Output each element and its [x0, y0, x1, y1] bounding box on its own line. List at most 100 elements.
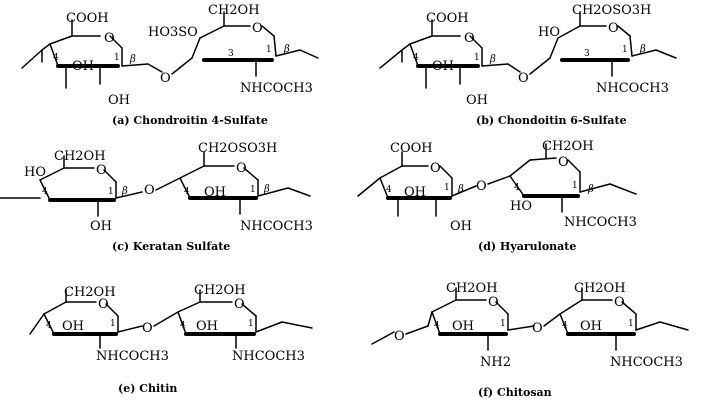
ring-e1-bottom-label: NHCOCH3 — [96, 349, 169, 364]
ring-f2-side-label: OH — [580, 319, 602, 334]
ring-c2-oxygen: O — [236, 161, 247, 176]
caption-a: (a) Chondroitin 4-Sulfate — [112, 114, 268, 127]
panel-e: CH2OH OH NHCOCH3 4 1 O O CH2OH OH NHCOCH… — [29, 283, 313, 395]
panel-a: COOH OH OH 4 1 β O O CH2OH HO3SO NHCOCH3… — [21, 3, 319, 127]
ring-d1-bottom-label: OH — [450, 219, 472, 234]
ring-f2-oxygen: O — [614, 295, 625, 310]
ring-f2-bottom-label: NHCOCH3 — [610, 355, 683, 370]
glycosidic-oxygen-e: O — [142, 321, 153, 336]
ring-a1-pos1: 1 — [114, 53, 120, 63]
ring-a1 — [21, 19, 149, 89]
panel-f: O CH2OH OH NH2 4 1 O O — [371, 281, 689, 399]
ring-a2-pos1: 1 — [266, 45, 272, 55]
ring-b2-bottom-label: NHCOCH3 — [596, 81, 669, 96]
ring-e2-top-label: CH2OH — [194, 283, 246, 298]
ring-f2-top-label: CH2OH — [574, 281, 626, 296]
ring-c2-top-label: CH2OSO3H — [198, 141, 277, 156]
ring-a2 — [191, 11, 319, 77]
ring-a1-top-label: COOH — [66, 11, 109, 26]
ring-b2-pos3: 3 — [584, 49, 590, 59]
terminal-oxygen-f: O — [394, 329, 405, 344]
glycosidic-oxygen-f: O — [532, 321, 543, 336]
ring-d2-pos1: 1 — [572, 181, 578, 191]
ring-d2-pos4: 4 — [514, 183, 520, 193]
glycosidic-oxygen-b: O — [518, 71, 529, 86]
caption-c: (c) Keratan Sulfate — [112, 240, 230, 253]
glycosidic-oxygen-a: O — [160, 71, 171, 86]
ring-d2-top-label: CH2OH — [542, 139, 594, 154]
ring-b1-pos4: 4 — [413, 53, 419, 63]
glycosidic-oxygen-c: O — [144, 183, 155, 198]
ring-c1-top-label: CH2OH — [54, 149, 106, 164]
ring-f1-side-label: OH — [452, 319, 474, 334]
ring-d2-oxygen: O — [558, 155, 569, 170]
ring-e1-pos4: 4 — [46, 321, 52, 331]
ring-e2-pos4: 4 — [180, 321, 186, 331]
ring-c1-oxygen: O — [96, 163, 107, 178]
ring-c1-pos4: 4 — [42, 187, 48, 197]
ring-d1-top-label: COOH — [390, 141, 433, 156]
ring-c2-side-label: OH — [204, 185, 226, 200]
ring-d2 — [509, 143, 637, 213]
ring-f1-pos4: 4 — [434, 321, 440, 331]
ring-b2-beta: β — [639, 44, 646, 55]
ring-b1-bottom-label: OH — [466, 93, 488, 108]
panel-d: COOH OH OH 4 1 β O O CH2OH HO NHCOCH3 4 … — [357, 139, 637, 253]
ring-f1-oxygen: O — [488, 295, 499, 310]
ring-d1-oxygen: O — [430, 161, 441, 176]
ring-c2-beta: β — [263, 184, 270, 195]
ring-c1-left-sub: HO — [24, 165, 46, 180]
ring-d1-pos1: 1 — [444, 183, 450, 193]
ring-e1 — [29, 289, 143, 349]
ring-e2-side-label: OH — [196, 319, 218, 334]
ring-d2-beta: β — [587, 184, 594, 195]
panel-c: CH2OH HO OH 4 1 β O O CH2OSO3H OH NHCOCH… — [0, 141, 313, 253]
ring-a1-pos4: 4 — [53, 53, 59, 63]
ring-d1-pos4: 4 — [386, 185, 392, 195]
ring-c1-pos1: 1 — [108, 187, 114, 197]
ring-a2-top-label: CH2OH — [208, 3, 260, 18]
ring-c2-bottom-label: NHCOCH3 — [240, 219, 313, 234]
caption-f: (f) Chitosan — [478, 386, 552, 399]
ring-a1-bottom-label: OH — [108, 93, 130, 108]
ring-c1-bottom-label: OH — [90, 219, 112, 234]
ring-b1 — [379, 19, 509, 89]
ring-b2-left-sub: HO — [538, 25, 560, 40]
ring-f2-pos1: 1 — [628, 319, 634, 329]
ring-e2 — [177, 289, 313, 349]
ring-e2-bottom-label: NHCOCH3 — [232, 349, 305, 364]
ring-f2-pos4: 4 — [562, 321, 568, 331]
ring-c1 — [0, 155, 143, 217]
caption-d: (d) Hyarulonate — [478, 240, 576, 253]
ring-c2-pos4: 4 — [184, 187, 190, 197]
ring-f2 — [559, 287, 689, 351]
caption-e: (e) Chitin — [118, 382, 177, 395]
caption-b: (b) Chondoitin 6-Sulfate — [476, 114, 627, 127]
ring-c2-pos1: 1 — [250, 185, 256, 195]
ring-f1-top-label: CH2OH — [446, 281, 498, 296]
ring-a2-left-sub: HO3SO — [148, 25, 198, 40]
ring-a1-oxygen: O — [104, 31, 115, 46]
ring-a2-bottom-label: NHCOCH3 — [240, 81, 313, 96]
ring-b1-side-label: OH — [432, 59, 454, 74]
ring-d2-bottom-label: NHCOCH3 — [564, 215, 637, 230]
ring-b1-pos1: 1 — [474, 53, 480, 63]
ring-a2-beta: β — [283, 44, 290, 55]
ring-d1-side-label: OH — [404, 185, 426, 200]
ring-b2-top-label: CH2OSO3H — [572, 3, 651, 18]
ring-e2-oxygen: O — [234, 297, 245, 312]
ring-e1-top-label: CH2OH — [64, 285, 116, 300]
ring-d1 — [357, 151, 477, 217]
ring-b2 — [549, 11, 677, 77]
ring-e1-oxygen: O — [98, 297, 109, 312]
ring-b1-beta: β — [489, 54, 496, 65]
ring-b1-oxygen: O — [464, 31, 475, 46]
panel-b: COOH OH OH 4 1 β O O CH2OSO3H HO NHCOCH3… — [379, 3, 677, 127]
ring-d1-beta: β — [457, 184, 464, 195]
ring-f1-bottom-label: NH2 — [480, 355, 511, 370]
ring-b1-top-label: COOH — [426, 11, 469, 26]
ring-e1-side-label: OH — [62, 319, 84, 334]
glycosidic-oxygen-d: O — [476, 179, 487, 194]
ring-e1-pos1: 1 — [110, 319, 116, 329]
